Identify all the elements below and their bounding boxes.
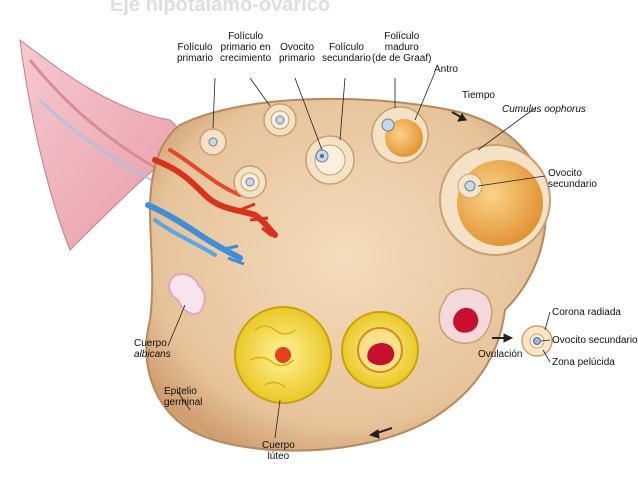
released-oocyte — [522, 326, 552, 356]
corpus-luteum-medium — [342, 312, 418, 388]
label-antrum: Antro — [434, 64, 458, 75]
mature-graafian-follicle — [440, 145, 550, 255]
primary-follicle — [200, 129, 226, 155]
growing-primary-follicle — [264, 104, 296, 136]
label-zona-pellucida: Zona pelúcida — [552, 357, 615, 368]
corpus-luteum-large — [235, 307, 331, 403]
ruptured-follicle — [439, 288, 491, 343]
label-cumulus-oophorus: Cumulus oophorus — [502, 104, 586, 115]
growing-follicle-2 — [234, 166, 266, 198]
graafian-follicle-small — [372, 107, 428, 163]
label-corona-radiata: Corona radiada — [552, 307, 621, 318]
label-ovulation: Ovulación — [478, 349, 522, 360]
secondary-follicle — [306, 136, 354, 184]
label-time: Tiempo — [462, 90, 495, 101]
label-secondary-oocyte-released: Ovocito secundario — [552, 335, 638, 346]
